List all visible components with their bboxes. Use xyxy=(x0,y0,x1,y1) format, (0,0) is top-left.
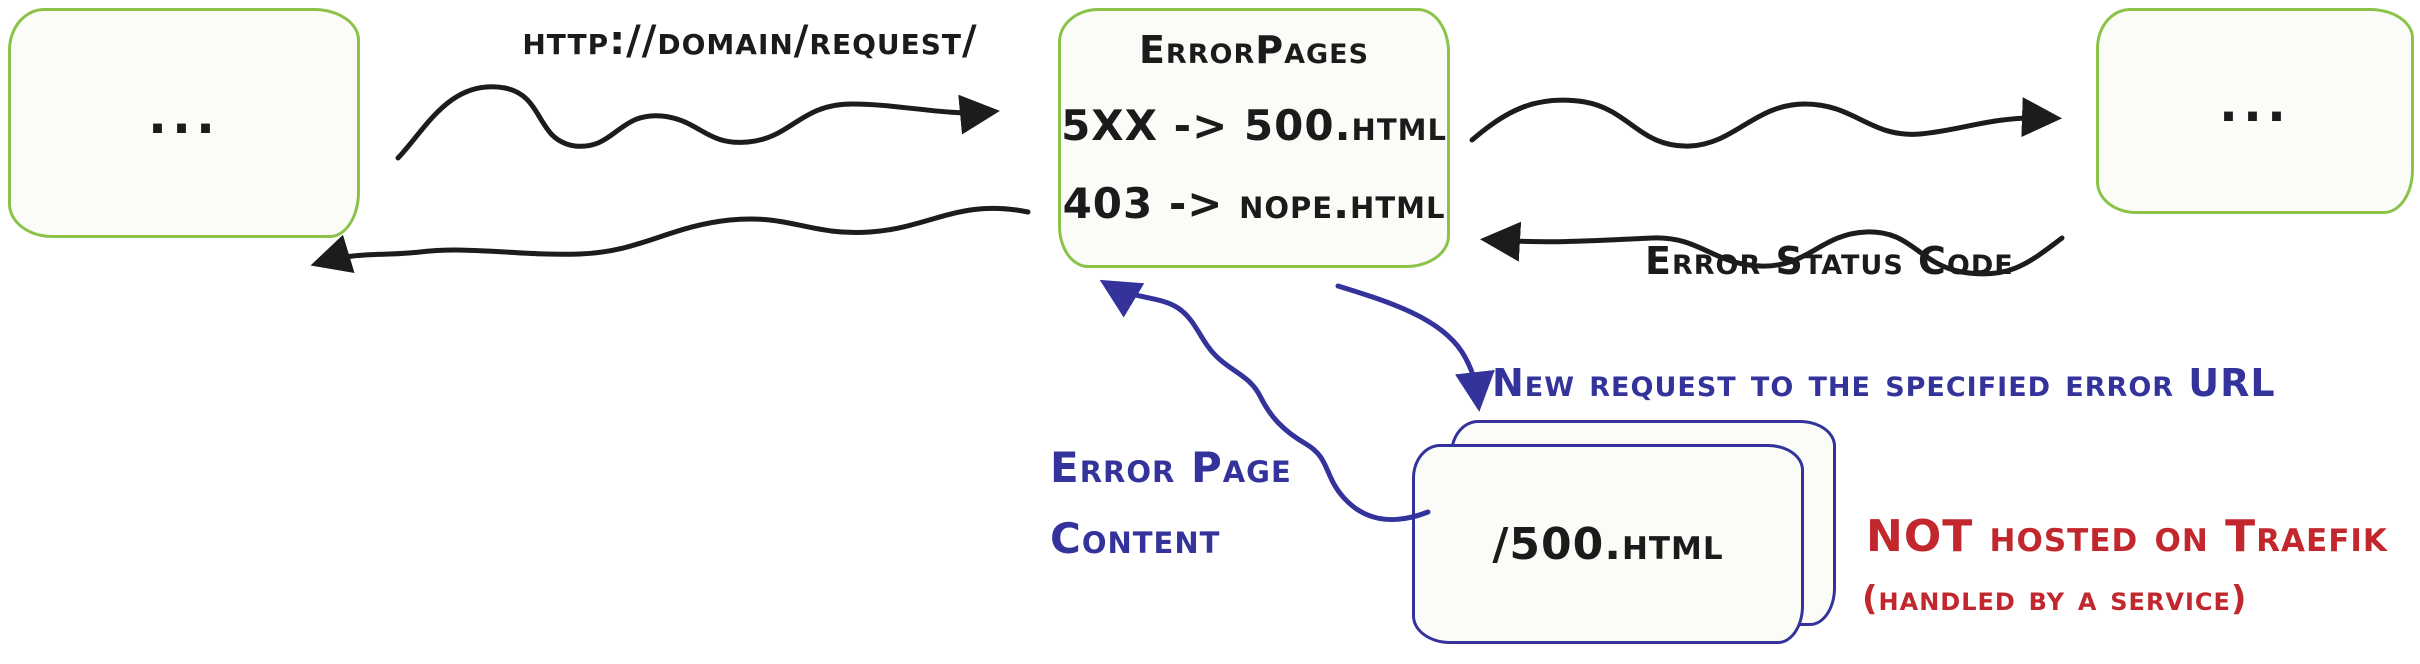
forward-request-arrow xyxy=(1469,97,2062,149)
error-page-card-label: /500.html xyxy=(1492,518,1724,570)
handled-by-service-label: (handled by a service) xyxy=(1862,579,2248,619)
service-box: ... xyxy=(2096,8,2414,214)
request-url-label: http://domain/request/ xyxy=(522,18,978,64)
client-box: ... xyxy=(8,8,360,238)
service-box-label: ... xyxy=(2219,75,2291,133)
response-arrow xyxy=(310,205,1031,274)
error-page-content-line1: Error Page xyxy=(1050,443,1292,492)
error-page-content-label: Error Page Content xyxy=(1050,432,1390,575)
errorpages-title: ErrorPages xyxy=(1138,28,1370,72)
not-hosted-label: NOT hosted on Traefik xyxy=(1866,511,2388,562)
error-page-card-front: /500.html xyxy=(1412,444,1804,644)
error-status-code-label: Error Status Code xyxy=(1645,239,2014,283)
new-request-label: New request to the specified error URL xyxy=(1492,361,2276,405)
new-request-arrow xyxy=(1335,283,1495,412)
client-box-label: ... xyxy=(148,87,220,145)
errorpages-rule-403: 403 -> nope.html xyxy=(1062,179,1446,228)
errorpages-box: ErrorPages 5XX -> 500.html 403 -> nope.h… xyxy=(1058,8,1450,268)
errorpages-rule-5xx: 5XX -> 500.html xyxy=(1061,101,1447,150)
error-page-content-line2: Content xyxy=(1050,514,1221,564)
request-arrow xyxy=(395,84,1000,161)
